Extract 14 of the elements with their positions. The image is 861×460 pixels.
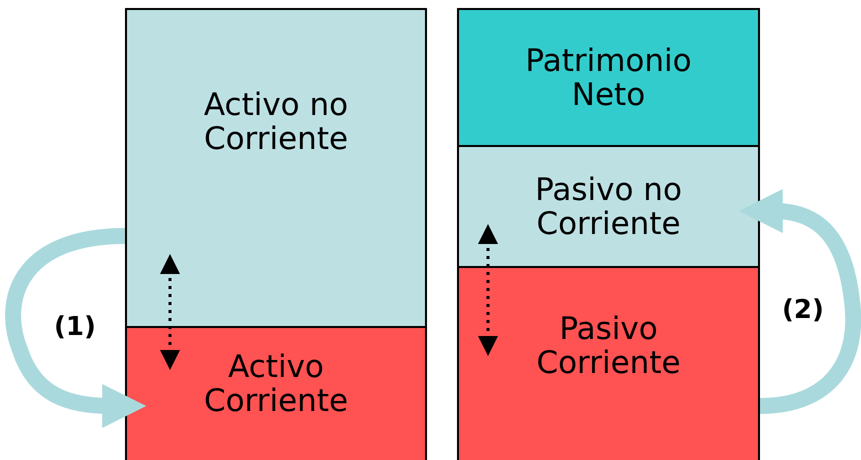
balance-block — [457, 145, 760, 268]
curved-arrow — [5, 228, 146, 428]
balance-block — [125, 8, 427, 328]
block-label: Patrimonio Neto — [524, 44, 693, 112]
block-label: Pasivo no Corriente — [534, 172, 683, 240]
double-arrow — [160, 254, 180, 370]
balance-block — [457, 8, 760, 147]
block-label: Activo no Corriente — [202, 88, 350, 156]
balance-block — [125, 326, 427, 460]
balance-block — [457, 266, 760, 460]
curved-arrow — [738, 190, 861, 414]
double-arrow — [478, 224, 498, 356]
block-label: Activo Corriente — [202, 350, 350, 418]
block-label: Pasivo Corriente — [535, 312, 682, 380]
